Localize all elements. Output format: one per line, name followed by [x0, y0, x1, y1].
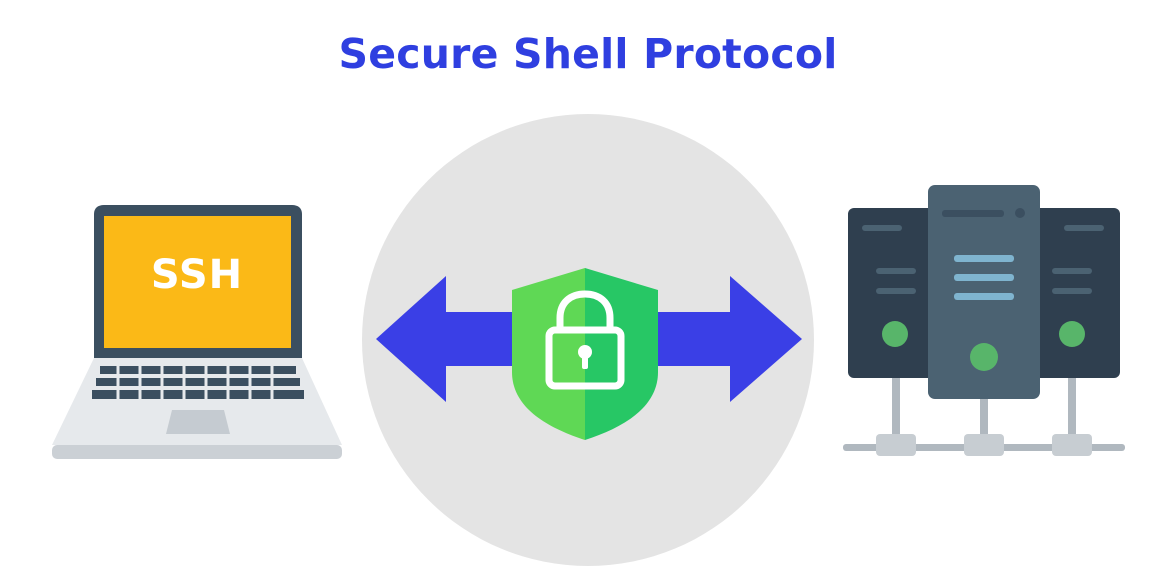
diagram-title: Secure Shell Protocol	[338, 30, 838, 78]
keyhole-slot	[582, 355, 588, 369]
padlock-icon	[545, 290, 625, 390]
network-icon	[843, 378, 1125, 456]
server-rack-icon	[848, 185, 1120, 399]
laptop-screen-label: SSH	[150, 252, 244, 298]
keyhole	[578, 345, 592, 359]
laptop-icon	[52, 205, 342, 459]
